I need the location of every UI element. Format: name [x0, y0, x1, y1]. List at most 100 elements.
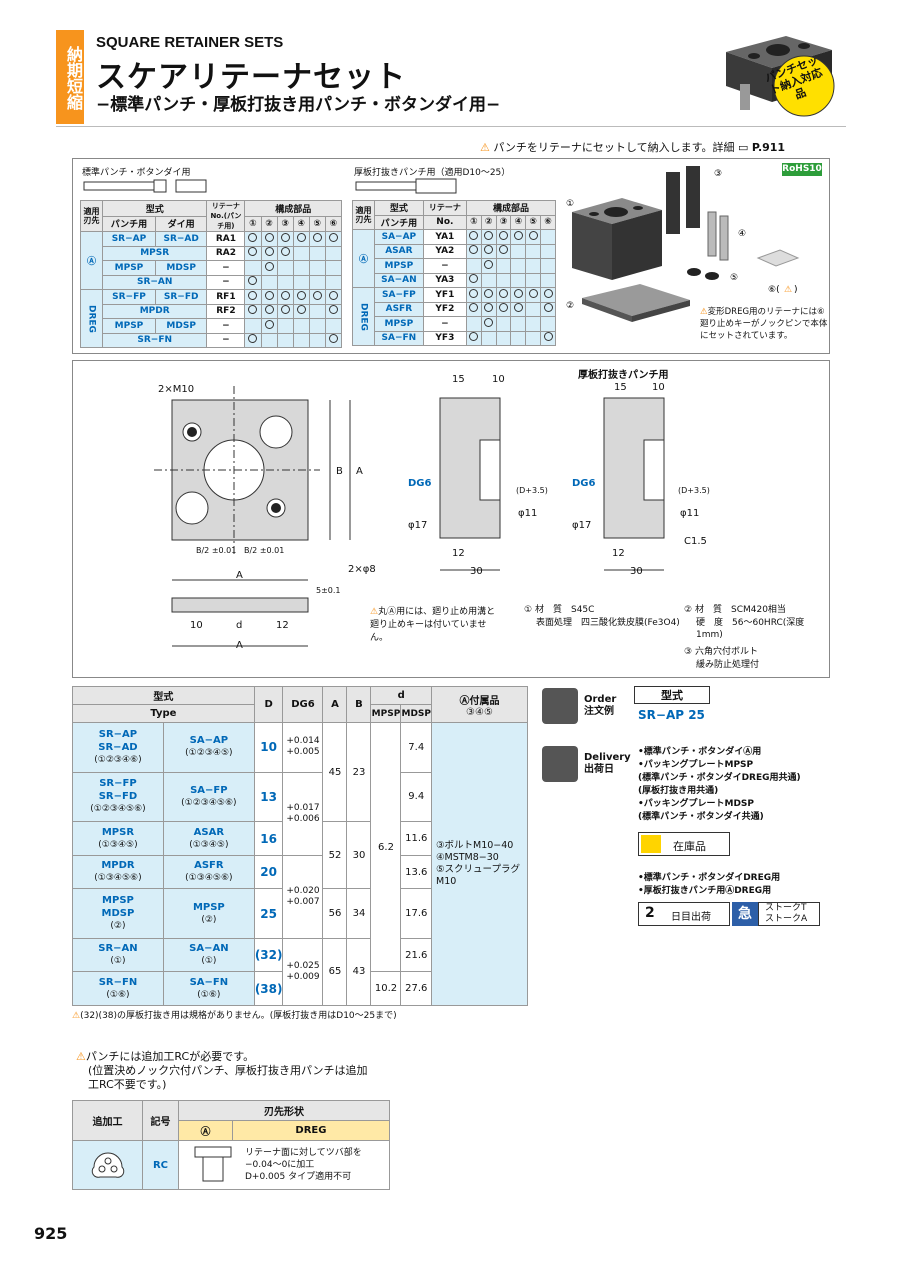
check-mark — [543, 332, 553, 342]
retainer-no: YA1 — [422, 229, 468, 245]
type-std: MPSR(①③④⑤) — [72, 821, 164, 856]
check-mark — [264, 247, 274, 257]
part-cell — [480, 330, 497, 346]
part-cell — [308, 274, 326, 290]
top-note-ref[interactable]: P.911 — [751, 141, 786, 154]
h-mdsp: MDSP — [400, 704, 432, 723]
phi17-thick: φ17 — [572, 520, 592, 531]
num: ② — [480, 214, 497, 230]
part-cell — [324, 332, 343, 348]
plate-icon — [91, 1152, 124, 1178]
rc-icon-cell — [72, 1140, 143, 1190]
rc-shape-icon — [194, 1146, 232, 1182]
retainer-no: − — [206, 318, 246, 334]
delivery-lines-1: •標準パンチ・ボタンダイⒶ用 •パッキングプレートMPSP (標準パンチ・ボタン… — [638, 746, 801, 824]
rc-note: ⚠パンチには追加工RCが必要です。 (位置決めノック穴付パンチ、厚板打抜き用パン… — [76, 1050, 376, 1092]
part-cell — [525, 287, 542, 303]
phi11-label: φ11 — [518, 508, 538, 519]
right-composition-table: 適用刃先 型式 リテーナ 構成部品 パンチ用 No. ① ② ③ ④ ⑤ ⑥ Ⓐ… — [352, 200, 556, 346]
num: ④ — [292, 215, 310, 232]
h-retno: No. — [422, 214, 468, 230]
type-std: SR−FN(①⑥) — [72, 971, 164, 1006]
part-cell — [495, 330, 512, 346]
delivery-line: •パッキングプレートMPSP — [638, 760, 754, 770]
part-cell — [308, 245, 326, 261]
part-cell — [495, 287, 512, 303]
retainer-no: YF2 — [422, 301, 468, 317]
check-mark — [469, 288, 479, 298]
table-row: SR−AN− — [81, 274, 343, 290]
part-cell — [510, 229, 527, 245]
a-label-side: A — [356, 466, 363, 477]
die-cell: SR−FD — [154, 289, 208, 305]
num: ⑤ — [525, 214, 542, 230]
rc-desc-1: リテーナ面に対してツバ部を — [245, 1148, 362, 1158]
retainer-no: YF3 — [422, 330, 468, 346]
part-cell — [292, 303, 310, 319]
part-cell — [495, 229, 512, 245]
part-cell — [495, 243, 512, 259]
right-table-caption: 厚板打抜きパンチ用（適用D10〜25） — [354, 168, 511, 178]
dim30-thick: 30 — [630, 566, 643, 577]
stock-box: 在庫品 — [638, 832, 730, 856]
die-cell: MDSP — [154, 260, 208, 276]
rc-desc-cell: リテーナ面に対してツバ部を −0.04〜0に加工 D+0.005 タイプ適用不可 — [178, 1140, 390, 1190]
phone-icon — [542, 688, 578, 724]
dim15: 15 — [452, 374, 465, 385]
part-cell — [540, 243, 556, 259]
part-cell — [525, 229, 542, 245]
part-cell — [244, 318, 262, 334]
page-number: 925 — [34, 1224, 68, 1243]
part-cell — [525, 330, 542, 346]
part-cell — [308, 289, 326, 305]
delivery-line: •標準パンチ・ボタンダイⒶ用 — [638, 747, 762, 757]
delivery-line: •厚板打抜きパンチ用ⒶDREG用 — [638, 886, 772, 896]
punch-cell: SA−AP — [374, 229, 424, 245]
part-cell — [276, 245, 294, 261]
table-row: SR−FN− — [81, 332, 343, 348]
part-cell — [260, 231, 278, 247]
type-thick: ASFR(①③④⑤⑥) — [162, 854, 255, 890]
svg-text:②: ② — [566, 301, 574, 311]
warning-icon: ⚠ — [480, 141, 490, 154]
h-retno-a: リテーナ — [422, 200, 468, 216]
part-cell — [525, 301, 542, 317]
part-cell — [540, 301, 556, 317]
check-mark — [543, 288, 553, 298]
dg6-label-thick: DG6 — [572, 478, 596, 489]
svg-text:⑥(: ⑥( — [768, 285, 780, 295]
check-mark — [499, 245, 509, 255]
h-add: 追加工 — [72, 1100, 143, 1141]
delivery-label: Delivery 出荷日 — [584, 752, 631, 775]
num: ⑥ — [540, 214, 556, 230]
part-cell — [466, 316, 482, 332]
rohs-badge: RoHS10 — [782, 163, 822, 176]
edge-cell: Ⓐ — [80, 231, 103, 290]
num: ③ — [495, 214, 512, 230]
mdsp-value: 21.6 — [400, 937, 432, 973]
stroke-box: ストークT ストークA — [758, 902, 820, 926]
part-cell — [540, 258, 556, 274]
num: ③ — [276, 215, 294, 232]
part-cell — [244, 303, 262, 319]
stroke-t: ストークT — [765, 903, 807, 913]
part-cell — [525, 316, 542, 332]
retainer-no: RA2 — [206, 245, 246, 261]
die-cell: SR−AD — [154, 231, 208, 247]
h-d: d — [370, 686, 432, 705]
drawing-note: ⚠丸Ⓐ用には、廻り止め用溝と廻り止めキーは付いていません。 — [370, 607, 496, 643]
A-value: 56 — [322, 888, 348, 939]
part-cell — [324, 318, 343, 334]
divider — [56, 126, 846, 127]
B-value: 43 — [346, 937, 372, 1007]
num: ⑥ — [324, 215, 343, 232]
rc-note-2: (位置決めノック穴付パンチ、厚板打抜き用パンチは追加工RC不要です。) — [88, 1064, 368, 1091]
part-cell — [466, 258, 482, 274]
D-value: 13 — [253, 771, 284, 823]
dim10-thick: 10 — [652, 382, 665, 393]
part-cell — [324, 274, 343, 290]
part-cell — [244, 289, 262, 305]
punch-cell: ASAR — [374, 243, 424, 259]
